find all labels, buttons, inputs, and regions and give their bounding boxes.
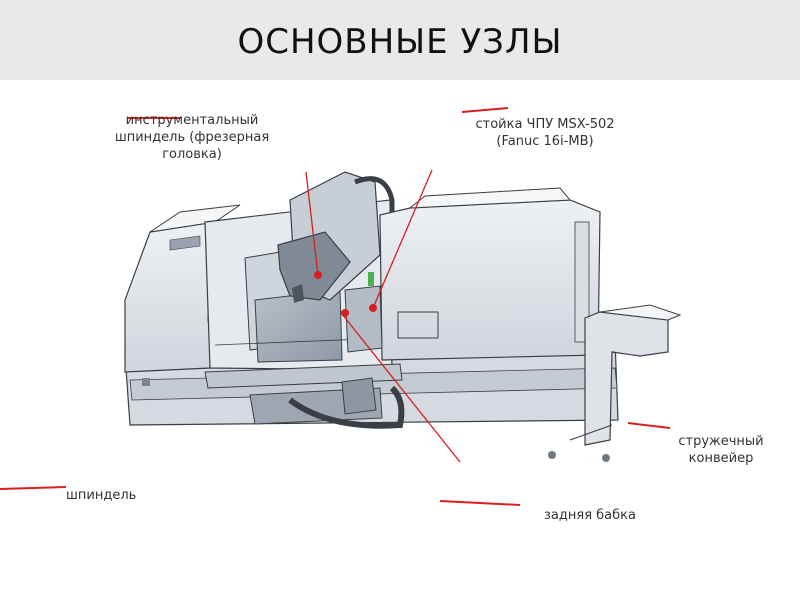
label-tool-spindle-line-2: шпиндель (фрезерная <box>114 130 270 145</box>
chip-conveyor <box>548 304 682 462</box>
page-title: ОСНОВНЫЕ УЗЛЫ <box>237 22 563 62</box>
label-spindle: шпиндель <box>66 488 137 503</box>
label-cnc-stand-line-1: стойка ЧПУ MSX-502 <box>475 117 615 132</box>
label-tool-spindle: инструментальный шпиндель (фрезерная гол… <box>112 112 272 163</box>
label-chip-conveyor: стружечный конвейер <box>665 433 777 467</box>
label-tool-spindle-line-1: инструментальный <box>125 113 259 128</box>
label-tool-spindle-line-3: головка) <box>162 147 222 162</box>
control-cabinet <box>344 187 601 361</box>
tailstock-assembly <box>288 377 405 429</box>
label-cnc-stand: стойка ЧПУ MSX-502 (Fanuc 16i-MB) <box>455 116 635 150</box>
leader-lines <box>0 107 671 506</box>
title-bar <box>0 0 800 80</box>
label-chip-conveyor-line-2: конвейер <box>688 451 754 466</box>
label-tailstock: задняя бабка <box>544 508 636 523</box>
label-cnc-stand-line-2: (Fanuc 16i-MB) <box>496 134 594 149</box>
label-chip-conveyor-line-1: стружечный <box>678 434 764 449</box>
